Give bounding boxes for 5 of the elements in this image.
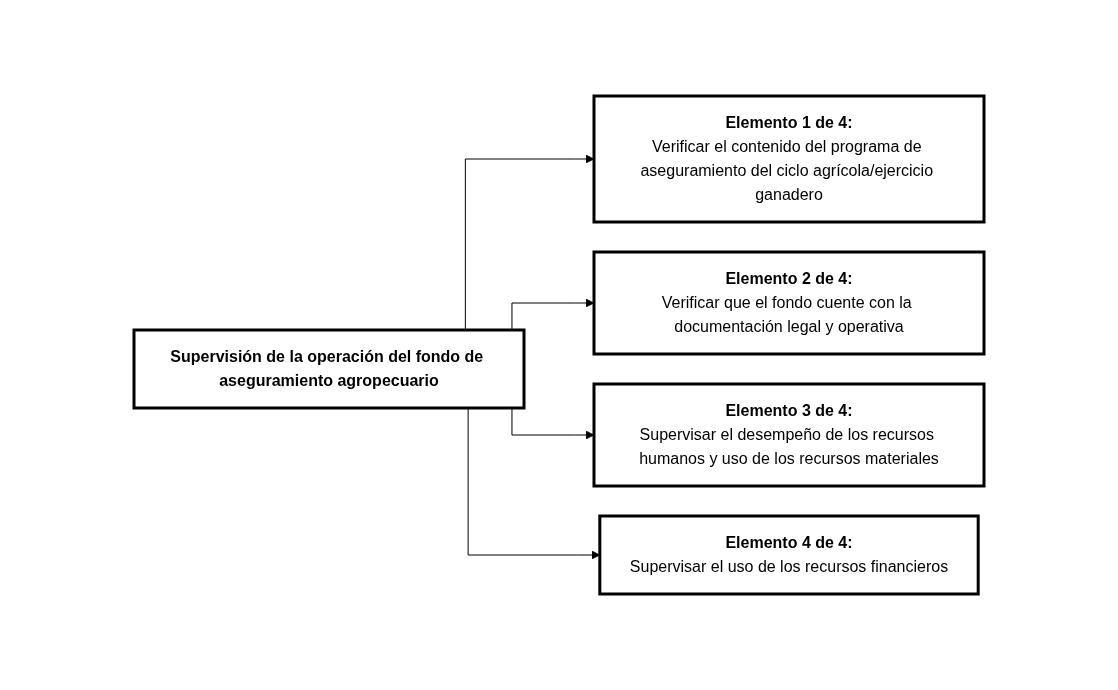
node-box: Elemento 2 de 4: Verificar que el fondo cuente con la documentación legal y operativa bbox=[592, 250, 986, 356]
node-box: Supervisión de la operación del fondo de aseguramiento agropecuario bbox=[132, 328, 526, 410]
node-box: Elemento 4 de 4: Supervisar el uso de los recursos financieros bbox=[598, 514, 980, 596]
node-box: Elemento 1 de 4: Verificar el contenido del programa de aseguramiento del ciclo agrícola/ejercicio ganadero bbox=[592, 94, 986, 224]
node-box: Elemento 3 de 4: Supervisar el desempeño de los recursos humanos y uso de los recursos materiales bbox=[592, 382, 986, 488]
